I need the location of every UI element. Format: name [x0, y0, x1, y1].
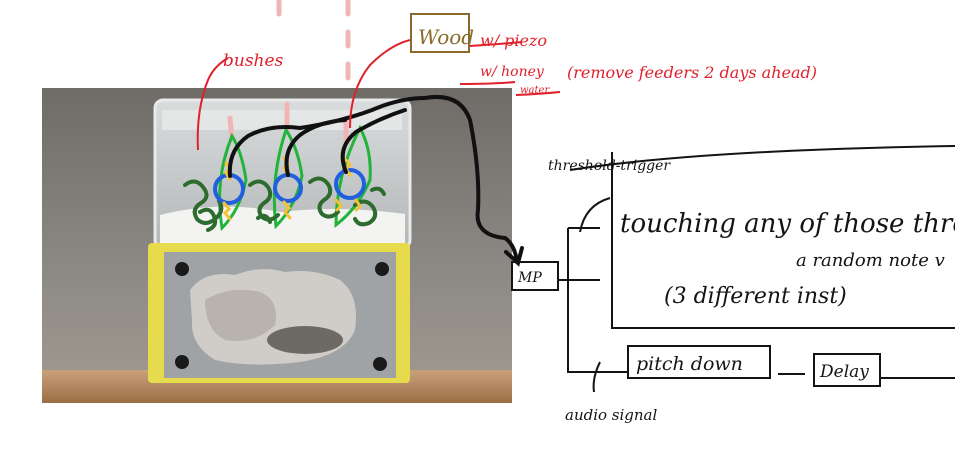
description-line-1: touching any of those three — [620, 209, 955, 239]
signal-flow-diagram — [511, 145, 955, 393]
screw-bottom-left — [175, 355, 189, 369]
bushes-drawing — [183, 176, 386, 232]
wood-label: Wood — [418, 25, 474, 49]
audio-signal-bracket — [592, 361, 601, 393]
formicarium-photo — [42, 88, 512, 403]
annotation-leaders — [196, 39, 561, 151]
cable-to-mp — [423, 95, 519, 264]
sensor-cables — [227, 95, 524, 267]
dashed-guides — [276, 0, 351, 83]
delay-box — [813, 353, 881, 387]
screw-top-left — [175, 262, 189, 276]
description-line-3: (3 different inst) — [664, 284, 847, 309]
with-honey-label: w/ honey — [480, 64, 545, 80]
audio-signal-label: audio signal — [565, 406, 658, 424]
threshold-underline — [569, 145, 955, 171]
piezo-sensor-3 — [334, 168, 366, 200]
water-label: water — [520, 85, 550, 96]
delay-label: Delay — [819, 362, 869, 382]
description-line-2: a random note v — [796, 250, 945, 271]
with-piezo-label: w/ piezo — [480, 31, 547, 50]
pitch-down-box — [627, 345, 771, 379]
mp-box — [511, 261, 559, 291]
remove-feeders-note: (remove feeders 2 days ahead) — [567, 63, 817, 82]
screw-top-right — [375, 262, 389, 276]
pitch-down-label: pitch down — [636, 353, 743, 375]
screw-bottom-right — [373, 357, 387, 371]
trigger-bracket — [579, 197, 611, 233]
threshold-trigger-label: threshold-trigger — [548, 158, 671, 174]
wood-label-box — [410, 13, 470, 53]
bushes-label: bushes — [223, 51, 284, 71]
mp-label: MP — [517, 270, 542, 286]
